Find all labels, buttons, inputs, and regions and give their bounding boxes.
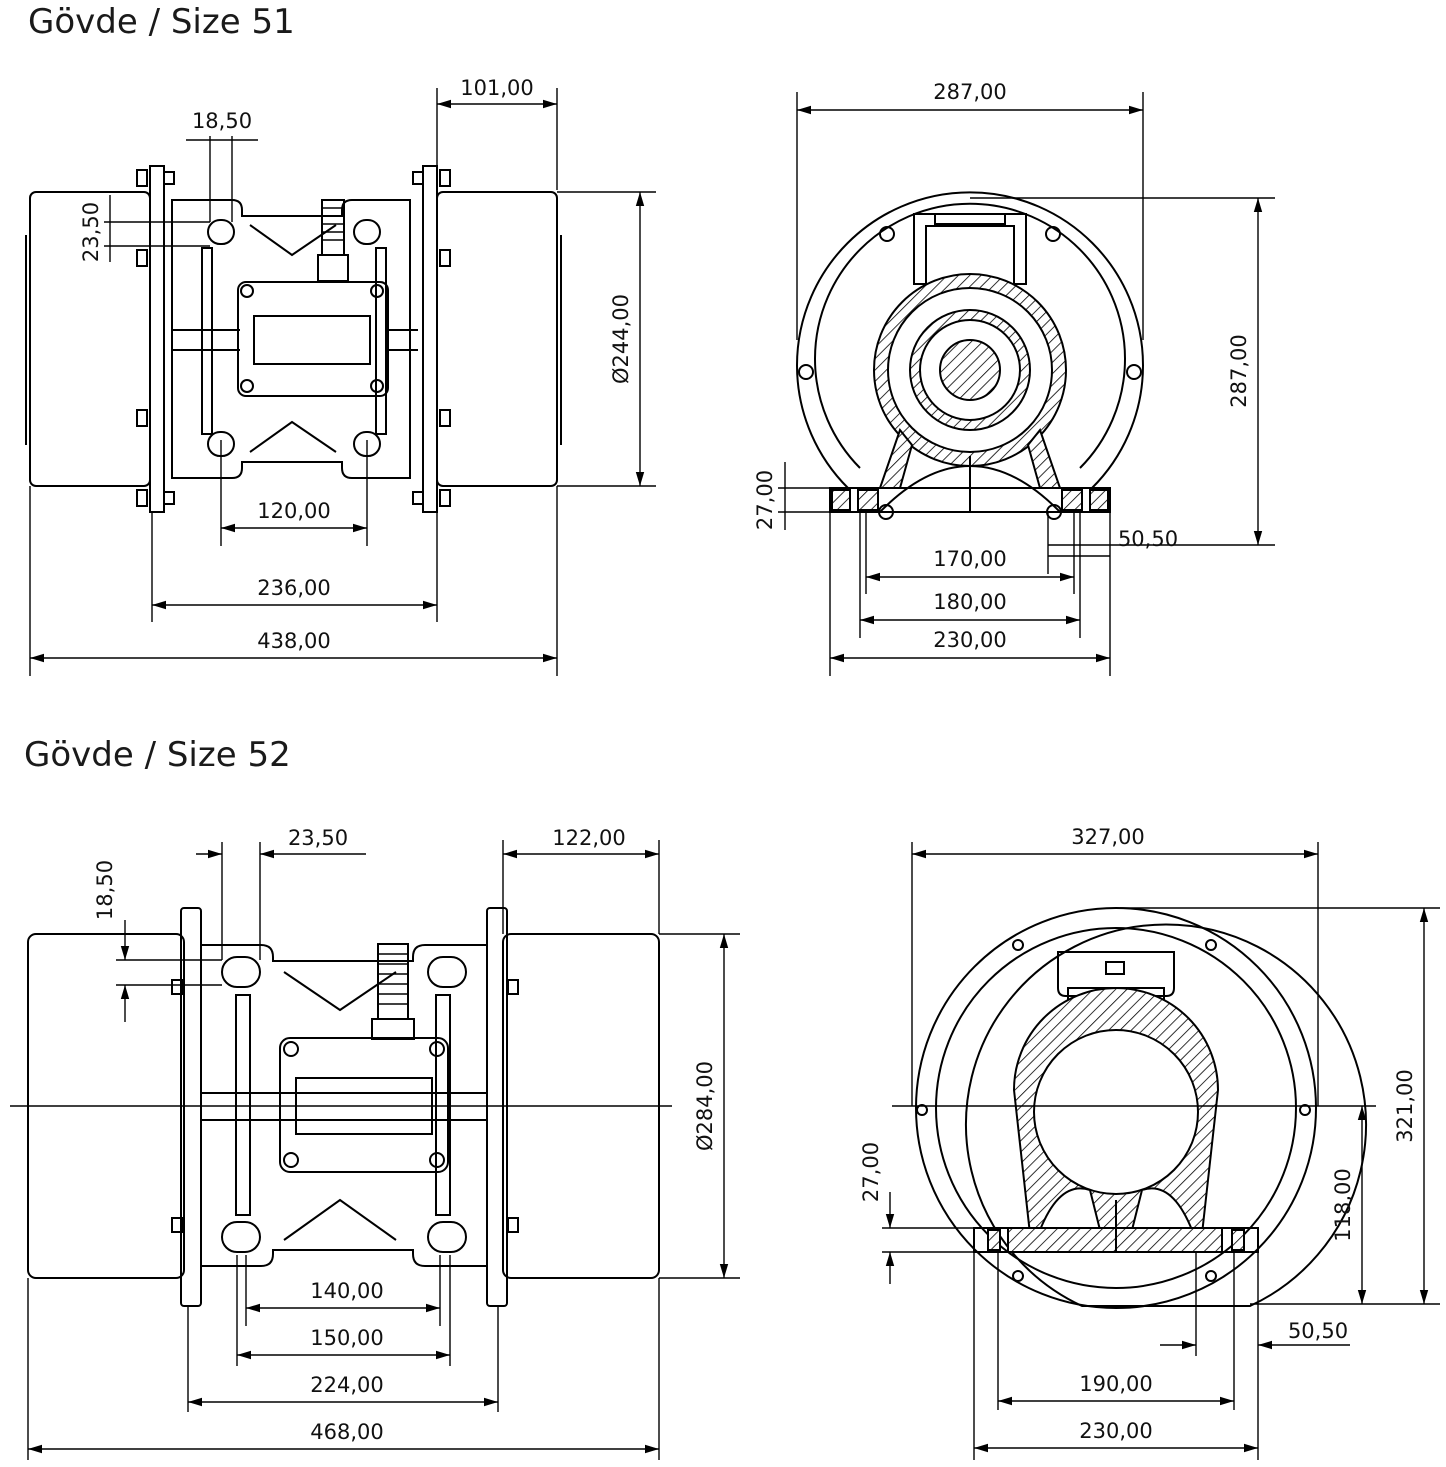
dim-150: 150,00 [310,1326,383,1350]
size52-side-dimensions: 23,50 122,00 18,50 Ø284,00 140,00 150,00… [27,826,740,1460]
dim-27: 27,00 [859,1142,883,1202]
dim-190: 190,00 [1079,1372,1152,1396]
size51-front-dimensions: 287,00 287,00 27,00 50,50 170,00 180,00 … [753,80,1275,676]
dim-224: 224,00 [310,1373,383,1397]
dim-122: 122,00 [552,826,625,850]
dim-438: 438,00 [257,629,330,653]
dim-468: 468,00 [310,1420,383,1444]
dim-120: 120,00 [257,499,330,523]
dim-50-50: 50,50 [1288,1319,1348,1343]
dim-118: 118,00 [1331,1168,1355,1241]
size51-side-view [25,165,562,513]
dim-101: 101,00 [460,76,533,100]
dim-230: 230,00 [1079,1419,1152,1443]
dim-170: 170,00 [933,547,1006,571]
dim-236: 236,00 [257,576,330,600]
size52-title: Gövde / Size 52 [24,735,291,775]
dim-287-height: 287,00 [1227,334,1251,407]
dim-244: Ø244,00 [609,294,633,384]
dim-321: 321,00 [1393,1069,1417,1142]
dim-18-50: 18,50 [93,860,117,920]
size52-front-dimensions: 327,00 321,00 118,00 27,00 50,50 190,00 … [859,825,1440,1460]
dim-140: 140,00 [310,1279,383,1303]
dim-287-width: 287,00 [933,80,1006,104]
dim-27: 27,00 [753,470,777,530]
dim-23-50: 23,50 [79,202,103,262]
size51-front-view [796,191,1144,520]
dim-18-50: 18,50 [192,109,252,133]
dim-327: 327,00 [1071,825,1144,849]
size52-side-view [10,907,672,1307]
dim-284: Ø284,00 [693,1061,717,1151]
dim-23-50: 23,50 [288,826,348,850]
dim-180: 180,00 [933,590,1006,614]
size52-front-view [915,907,1367,1309]
dim-50-50: 50,50 [1118,527,1178,551]
size51-title: Gövde / Size 51 [28,2,295,42]
dim-230: 230,00 [933,628,1006,652]
size51-side-dimensions: 101,00 18,50 23,50 Ø244,00 120,00 236,00… [29,76,656,676]
